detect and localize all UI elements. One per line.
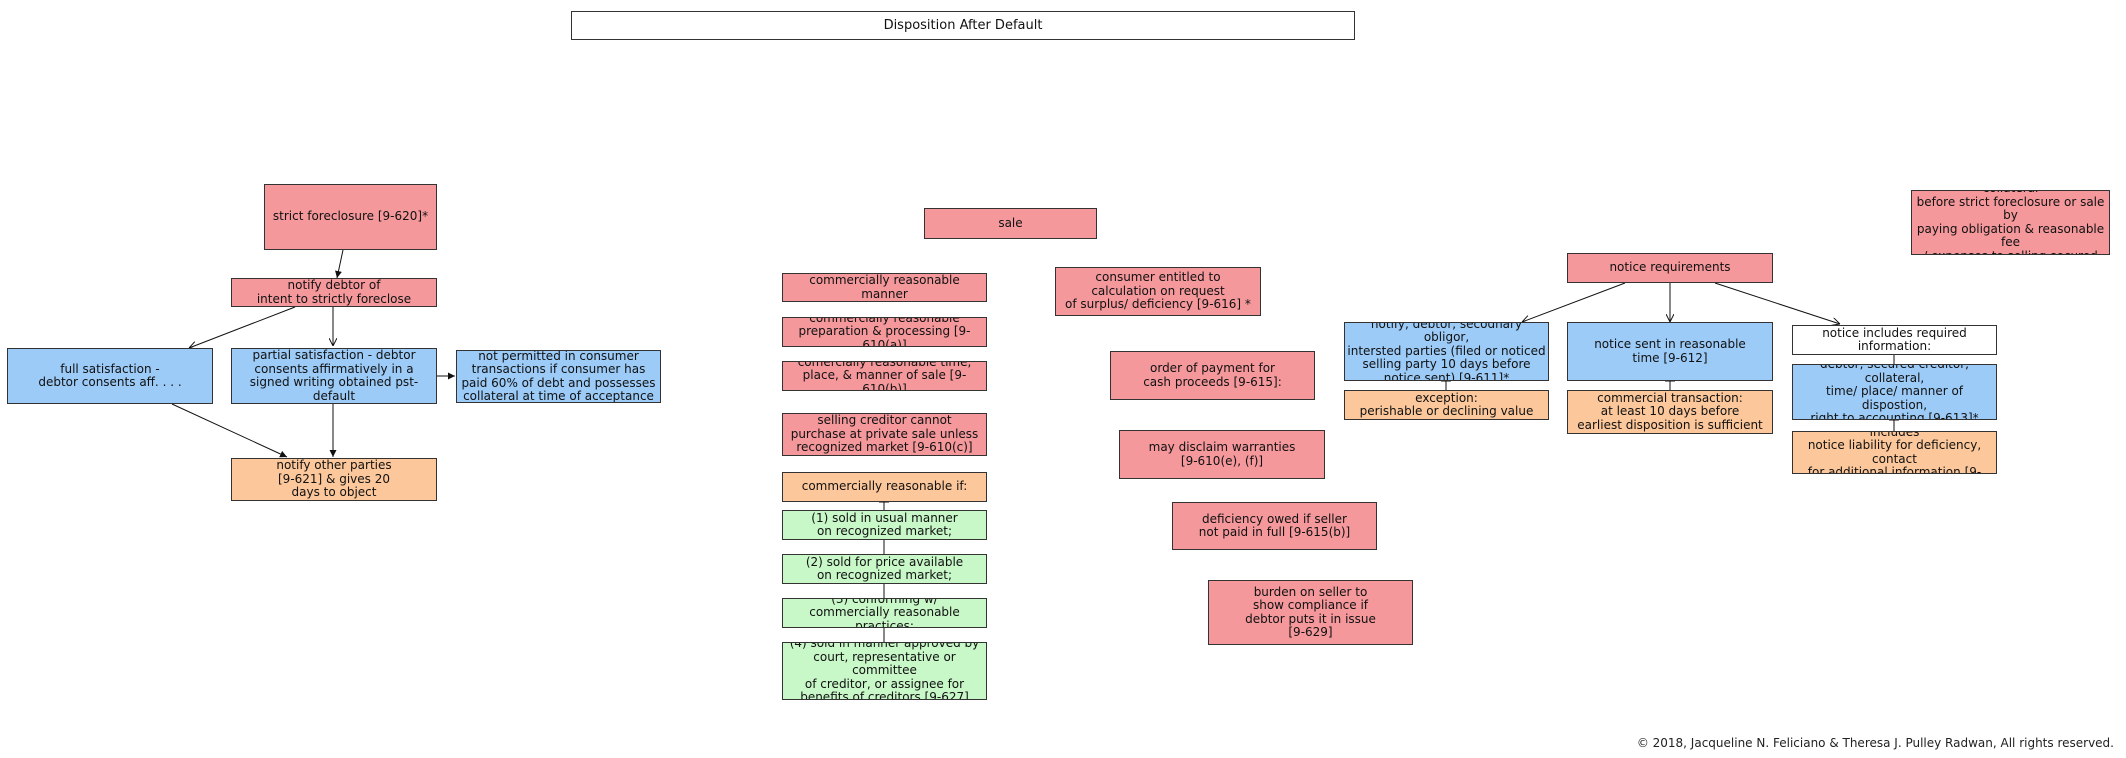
node-commercially-reasonable-if: commercially reasonable if: bbox=[782, 472, 987, 502]
node-exception-perishable: exception: perishable or declining value bbox=[1344, 390, 1549, 420]
edge-notice-to-parties bbox=[1522, 282, 1626, 322]
node-condition-3: (3) conforming w/ commercially reasonabl… bbox=[782, 598, 987, 628]
edge-full-to-others bbox=[171, 403, 288, 458]
node-notify-debtor: notify debtor of intent to strictly fore… bbox=[231, 278, 437, 307]
node-notify-parties: notify, debtor, secodnary obligor, inter… bbox=[1344, 322, 1549, 381]
node-partial-satisfaction: partial satisfaction - debtor consents a… bbox=[231, 348, 437, 404]
node-condition-4: (4) sold in manner approved by court, re… bbox=[782, 642, 987, 700]
node-condition-1: (1) sold in usual manner on recognized m… bbox=[782, 510, 987, 540]
node-sale: sale bbox=[924, 208, 1097, 239]
node-consumer-transaction-info: consumer transaction also includes notic… bbox=[1792, 431, 1997, 474]
node-deficiency-owed: deficiency owed if seller not paid in fu… bbox=[1172, 502, 1377, 550]
node-surplus-deficiency: consumer entitled to calculation on requ… bbox=[1055, 267, 1261, 316]
node-notice-requirements: notice requirements bbox=[1567, 253, 1773, 283]
copyright-notice: © 2018, Jacqueline N. Feliciano & Theres… bbox=[1636, 736, 2114, 750]
node-order-of-payment: order of payment for cash proceeds [9-61… bbox=[1110, 351, 1315, 400]
node-full-satisfaction: full satisfaction - debtor consents aff.… bbox=[7, 348, 213, 404]
diagram-title: Disposition After Default bbox=[571, 11, 1355, 40]
edge-notify-to-full bbox=[189, 306, 296, 348]
node-time-place-manner: comercially reasonable time, place, & ma… bbox=[782, 361, 987, 391]
node-burden-on-seller: burden on seller to show compliance if d… bbox=[1208, 580, 1413, 645]
node-commercial-transaction: commercial transaction: at least 10 days… bbox=[1567, 390, 1773, 434]
node-information-list: debtor, secured creditor, collateral, ti… bbox=[1792, 364, 1997, 420]
node-required-information: notice includes required information: bbox=[1792, 325, 1997, 355]
node-private-sale: selling creditor cannot purchase at priv… bbox=[782, 413, 987, 456]
node-commercially-reasonable-manner: commercially reasonable manner bbox=[782, 273, 987, 302]
node-disclaim-warranties: may disclaim warranties [9-610(e), (f)] bbox=[1119, 430, 1325, 479]
node-redeem-collateral: ??? other SP may redeem collateral befor… bbox=[1911, 190, 2110, 255]
edge-notice-to-info bbox=[1714, 282, 1840, 324]
node-strict-foreclosure: strict foreclosure [9-620]* bbox=[264, 184, 437, 250]
node-not-permitted: not permitted in consumer transactions i… bbox=[456, 350, 661, 403]
node-notify-other-parties: notify other parties [9-621] & gives 20 … bbox=[231, 458, 437, 501]
node-condition-2: (2) sold for price available on recogniz… bbox=[782, 554, 987, 584]
node-notice-reasonable-time: notice sent in reasonable time [9-612] bbox=[1567, 322, 1773, 381]
edge-strict-to-notify bbox=[335, 249, 344, 279]
node-preparation-processing: commercially reasonable preparation & pr… bbox=[782, 317, 987, 347]
